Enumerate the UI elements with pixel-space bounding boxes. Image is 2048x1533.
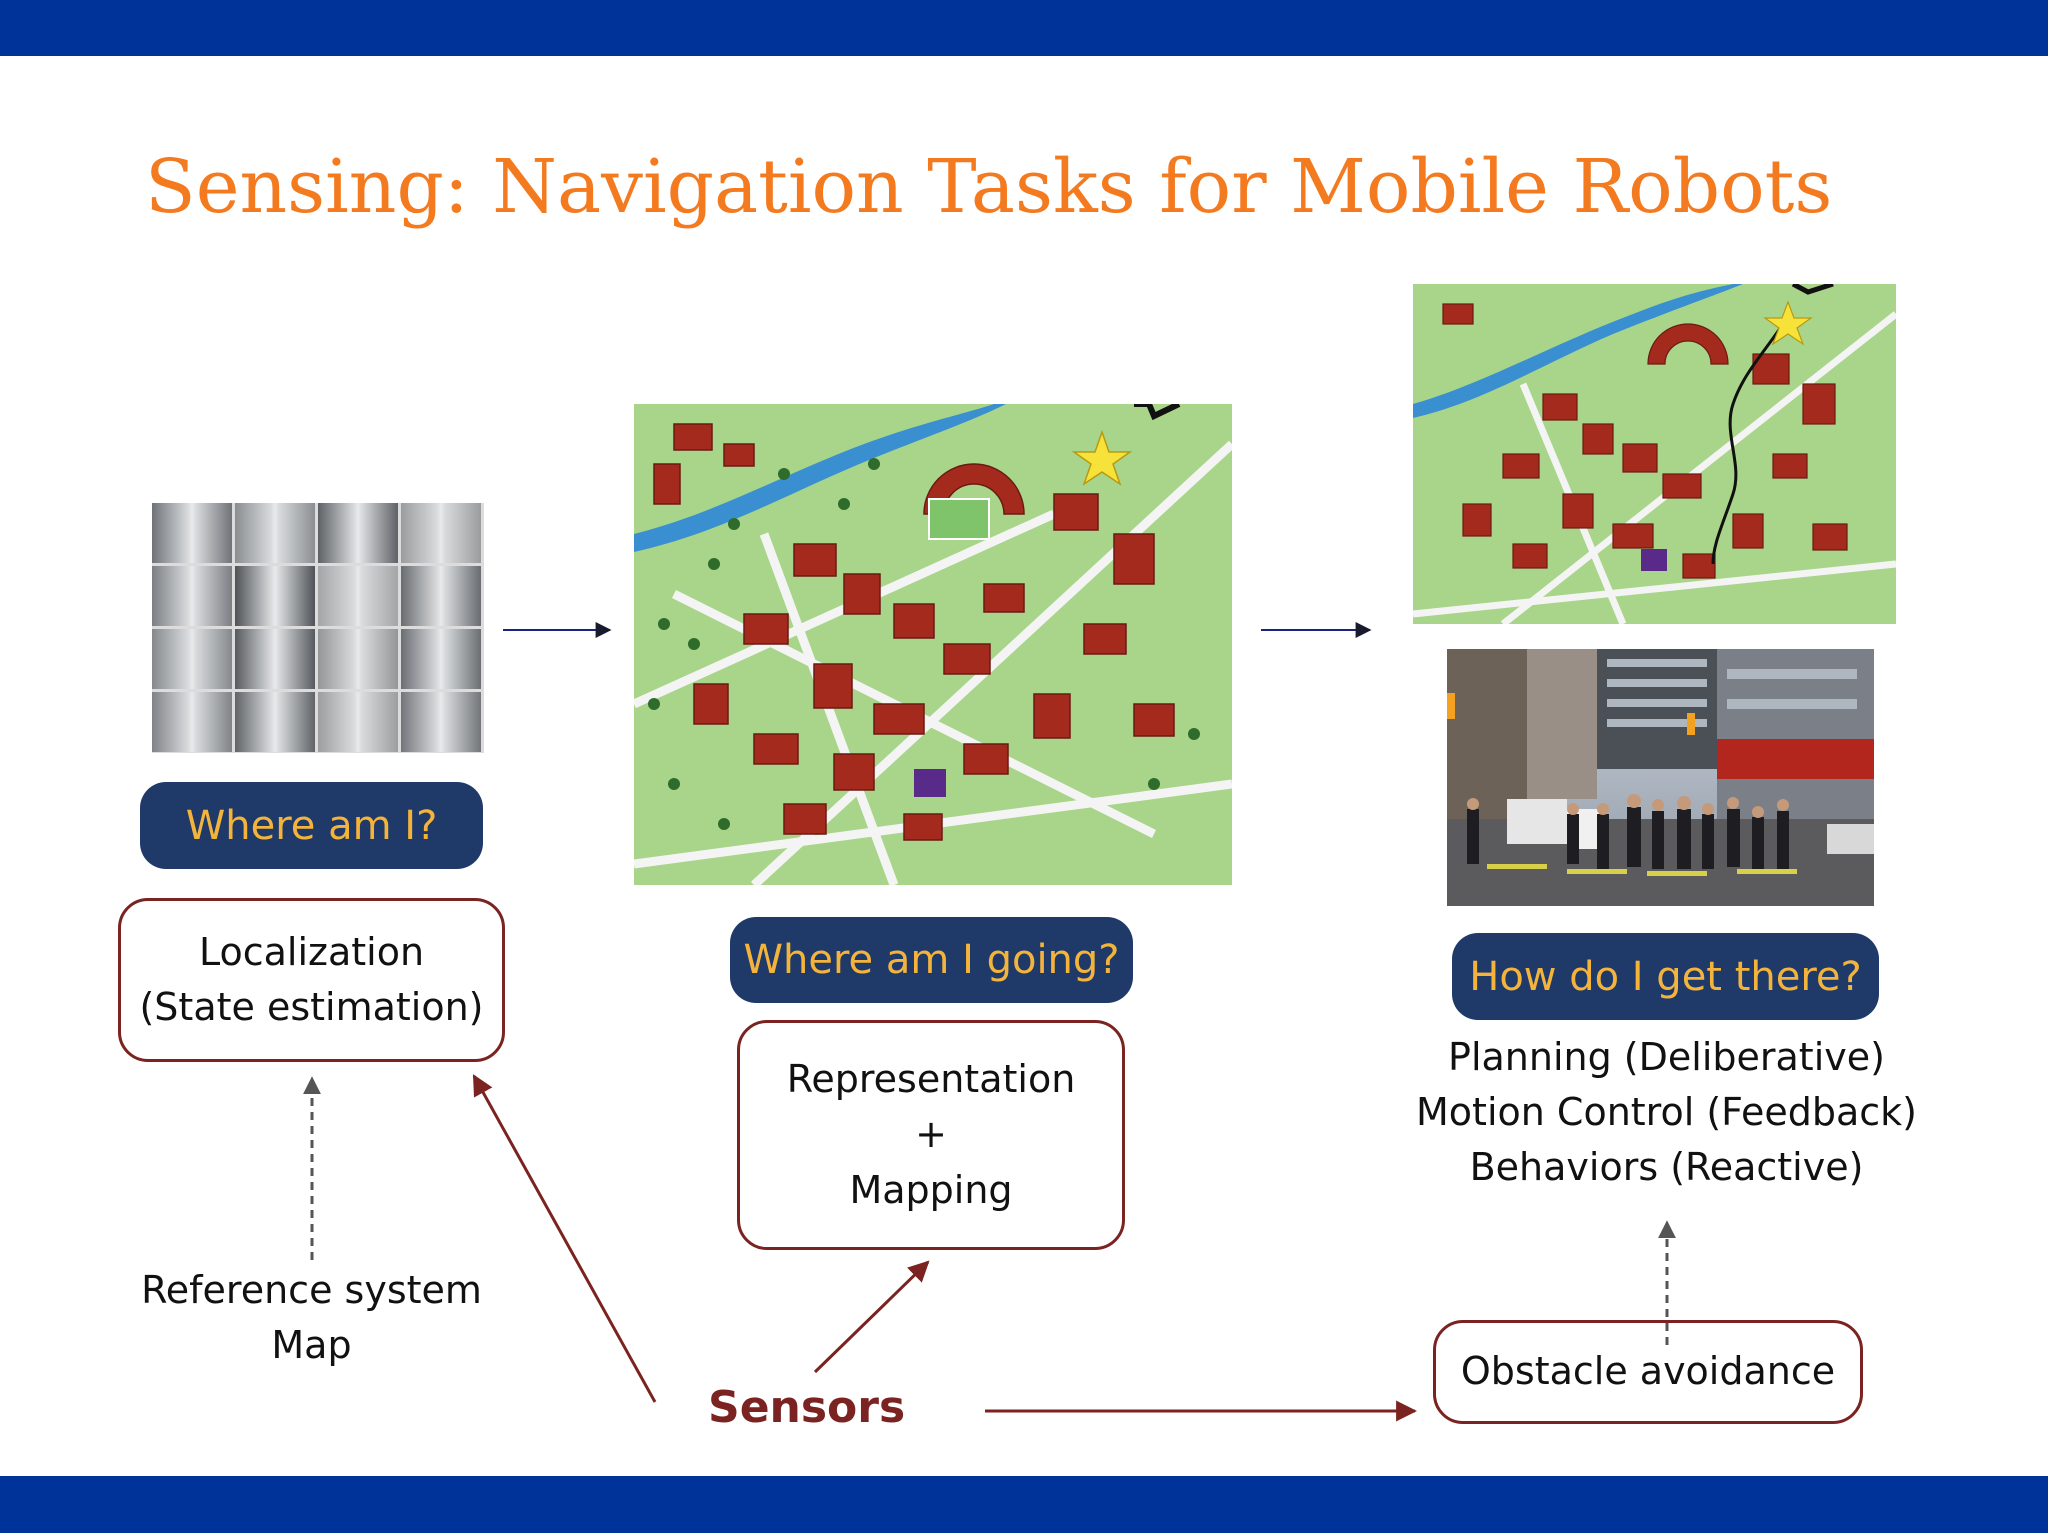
localization-box: Localization (State estimation): [118, 898, 505, 1062]
corridor-photo-tile: [401, 503, 481, 563]
street-crossing-photo: [1447, 649, 1874, 906]
plus-label: +: [915, 1112, 947, 1157]
campus-map-path-image: [1413, 284, 1896, 624]
corridor-photo-tile: [235, 692, 315, 752]
corridor-photo-tile: [318, 629, 398, 689]
corridor-photo-tile: [318, 566, 398, 626]
obstacle-avoidance-label: Obstacle avoidance: [1460, 1349, 1836, 1394]
corridor-photo-tile: [318, 503, 398, 563]
representation-mapping-box: Representation + Mapping: [737, 1020, 1125, 1250]
where-am-i-label: Where am I?: [140, 782, 483, 869]
bottom-banner: [0, 1476, 2048, 1533]
state-estimation-label: (State estimation): [139, 985, 484, 1029]
corridor-photo-tile: [235, 503, 315, 563]
corridor-photo-tile: [152, 503, 232, 563]
corridor-photo-tile: [152, 629, 232, 689]
corridor-photo-tile: [235, 566, 315, 626]
arrow-sensors-to-representation: [813, 1260, 930, 1374]
where-am-i-going-label: Where am I going?: [730, 917, 1133, 1003]
planning-text-group: Planning (Deliberative) Motion Control (…: [1390, 1030, 1943, 1195]
corridor-photo-tile: [235, 629, 315, 689]
corridor-photo-tile: [152, 692, 232, 752]
corridor-photo-tile: [318, 692, 398, 752]
slide-title: Sensing: Navigation Tasks for Mobile Rob…: [145, 144, 1833, 230]
planning-label: Planning (Deliberative): [1448, 1035, 1885, 1079]
obstacle-avoidance-box: Obstacle avoidance: [1433, 1320, 1863, 1424]
reference-system-label: Reference system: [141, 1268, 482, 1312]
localization-label: Localization: [198, 929, 425, 974]
top-banner: [0, 0, 2048, 56]
sensors-label: Sensors: [708, 1382, 906, 1433]
corridor-image-grid: [152, 503, 484, 753]
behaviors-label: Behaviors (Reactive): [1469, 1145, 1864, 1190]
campus-map-image: [634, 404, 1232, 885]
representation-label: Representation: [786, 1057, 1076, 1102]
how-do-i-get-there-label: How do I get there?: [1452, 933, 1879, 1020]
reference-system-text-group: Reference system Map: [120, 1263, 503, 1373]
corridor-photo-tile: [401, 566, 481, 626]
corridor-photo-tile: [401, 629, 481, 689]
corridor-photo-tile: [401, 692, 481, 752]
motion-control-label: Motion Control (Feedback): [1416, 1090, 1917, 1135]
map-label: Map: [271, 1323, 352, 1368]
mapping-label: Mapping: [849, 1167, 1013, 1212]
corridor-photo-tile: [152, 566, 232, 626]
